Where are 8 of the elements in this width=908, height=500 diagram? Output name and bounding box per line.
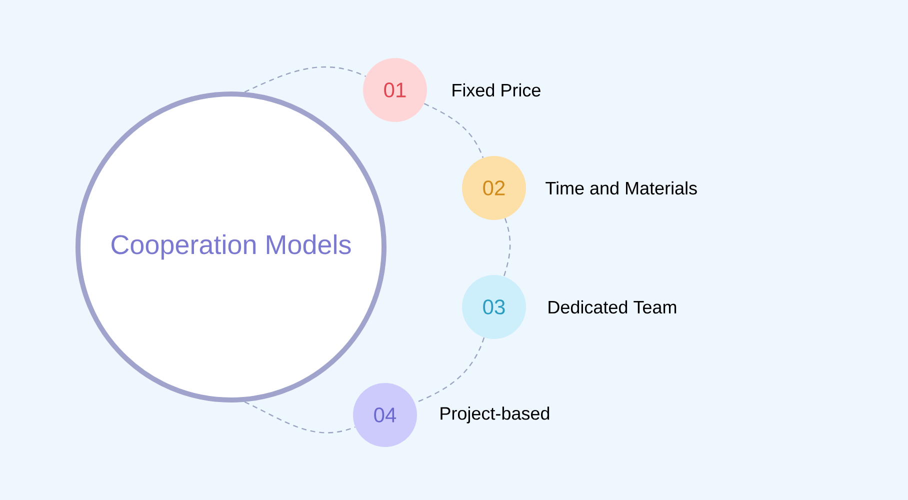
dashed-connector (244, 66, 366, 93)
dashed-connector (424, 103, 484, 158)
dashed-connector (503, 218, 511, 277)
dashed-connector (244, 401, 356, 434)
item-label: Fixed Price (452, 83, 540, 97)
item-label: Dedicated Team (548, 300, 676, 314)
item-label: Time and Materials (546, 181, 697, 195)
item-label: Project-based (440, 406, 550, 424)
